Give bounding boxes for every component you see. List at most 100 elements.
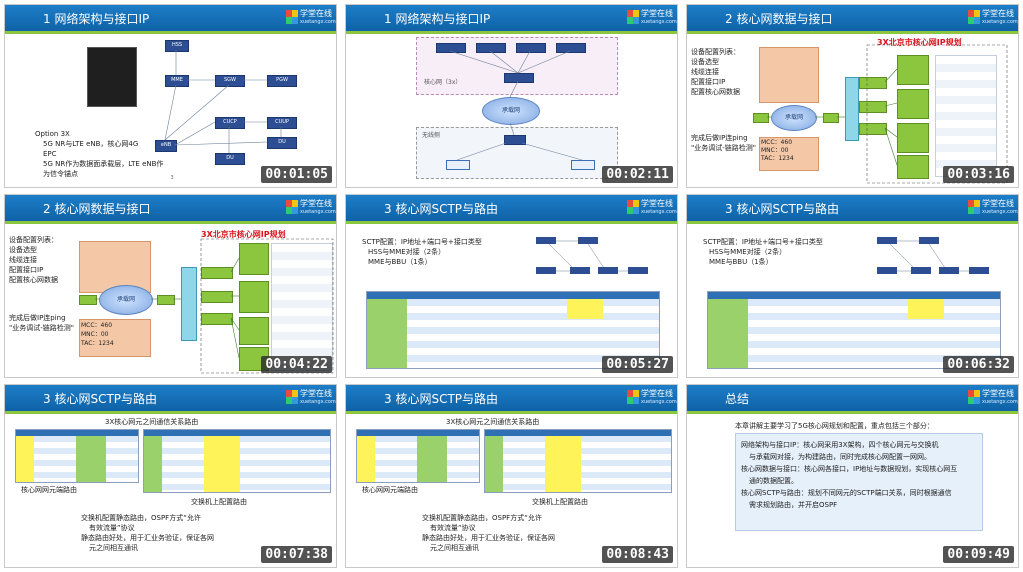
diagram-node: CUCP <box>215 117 245 129</box>
video-timestamp: 00:05:27 <box>602 356 673 373</box>
diagram-links <box>449 50 583 161</box>
bullet-list: 交换机配置静态路由，OSPF方式“允许 有效流量”协议 静态路由好处，用于汇业务… <box>81 513 214 553</box>
note-text: 完成后做IP连ping <box>691 134 748 142</box>
bullet-item: MME与BBU（1条） <box>368 258 432 266</box>
summary-item: 通的数据配置。 <box>749 477 798 485</box>
slide-thumbnail-1[interactable]: 1 网络架构与接口IP 学堂在线 xuetangx.com HSS MME SG… <box>4 4 337 188</box>
bullet-item: 交换机配置静态路由，OSPF方式“允许 <box>422 514 542 522</box>
ip-plan-title: 3X北京市核心网IP规划 <box>201 230 286 239</box>
logo-url: xuetangx.com <box>300 399 336 405</box>
table-caption: 核心网网元端路由 <box>21 486 77 494</box>
bullet-item: 静态路由好处，用于汇业务验证，保证各网 <box>422 534 555 542</box>
region-label: 核心网（3x） <box>424 79 462 86</box>
diagram-node: DU <box>215 153 245 165</box>
table-header <box>357 430 479 436</box>
slide-thumbnail-4[interactable]: 2 核心网数据与接口 学堂在线 xuetangx.com 3X北京市核心网IP规… <box>4 194 337 378</box>
sctp-topology <box>877 237 989 274</box>
diagram-node <box>897 89 929 119</box>
video-timestamp: 00:04:22 <box>261 356 332 373</box>
bullet-item: 配置接口IP <box>691 78 726 86</box>
param-tac: TAC：1234 <box>761 155 794 162</box>
ip-plan-title: 3X北京市核心网IP规划 <box>877 38 962 47</box>
slide-header <box>346 5 677 34</box>
diagram-node: eNB <box>155 140 177 152</box>
bearer-network-cloud: 承载网 <box>482 97 540 125</box>
bullet-item: 设备选型 <box>691 58 719 66</box>
diagram-node: SGW <box>215 75 245 87</box>
slide-header <box>687 385 1018 414</box>
diagram-node <box>897 155 929 179</box>
bullet-item: 5G NR与LTE eNB，核心网4G <box>43 140 139 148</box>
switch-route-table <box>484 429 672 493</box>
xuetangx-logo: 学堂在线 xuetangx.com <box>968 8 1018 28</box>
bullet-item: 配置接口IP <box>9 266 44 274</box>
logo-url: xuetangx.com <box>982 399 1018 405</box>
slide-title: 3 核心网SCTP与路由 <box>725 202 840 216</box>
table-column <box>144 436 162 492</box>
slide-thumbnail-2[interactable]: 1 网络架构与接口IP 学堂在线 xuetangx.com 核心网（3x） 承载… <box>345 4 678 188</box>
video-timestamp: 00:08:43 <box>602 546 673 563</box>
diagram-links <box>767 44 1008 184</box>
slide-thumbnail-5[interactable]: 3 核心网SCTP与路由 学堂在线 xuetangx.com SCTP配置：IP… <box>345 194 678 378</box>
bullet-item: EPC <box>43 150 57 158</box>
bullet-item: HSS与MME对接（2条） <box>709 248 787 256</box>
diagram-node <box>897 123 929 153</box>
diagram-node <box>823 113 839 123</box>
ip-address-list <box>271 243 333 371</box>
bullet-item: 元之间相互通讯 <box>430 544 479 552</box>
bullet-item: 元之间相互通讯 <box>89 544 138 552</box>
slide-header <box>687 195 1018 224</box>
video-timestamp: 00:01:05 <box>261 166 332 183</box>
diagram-node: PGW <box>267 75 297 87</box>
bullet-item: 配置核心网数据 <box>691 88 740 96</box>
parameter-panel <box>79 241 151 293</box>
logo-text: 学堂在线 <box>982 199 1014 208</box>
video-timestamp: 00:03:16 <box>943 166 1014 183</box>
xuetangx-logo: 学堂在线 xuetangx.com <box>286 198 336 218</box>
bullet-item: 交换机配置静态路由，OSPF方式“允许 <box>81 514 201 522</box>
diagram-node <box>157 295 175 305</box>
region-label: 无线侧 <box>422 132 441 139</box>
bullet-list: 交换机配置静态路由，OSPF方式“允许 有效流量”协议 静态路由好处，用于汇业务… <box>422 513 555 553</box>
diagram-node <box>504 135 526 145</box>
table-header <box>485 430 671 436</box>
ip-address-list <box>935 55 997 177</box>
logo-icon <box>968 200 980 214</box>
video-timestamp: 00:06:32 <box>943 356 1014 373</box>
logo-text: 学堂在线 <box>300 389 332 398</box>
xuetangx-logo: 学堂在线 xuetangx.com <box>968 198 1018 218</box>
switch-route-table <box>143 429 331 493</box>
xuetangx-logo: 学堂在线 xuetangx.com <box>286 8 336 28</box>
param-mnc: MNC：00 <box>761 147 789 154</box>
video-timestamp: 00:07:38 <box>261 546 332 563</box>
diagram-links <box>164 50 282 153</box>
diagram-node <box>476 43 506 53</box>
note-text: 完成后做IP连ping <box>9 314 66 322</box>
slide-thumbnail-6[interactable]: 3 核心网SCTP与路由 学堂在线 xuetangx.com SCTP配置：IP… <box>686 194 1019 378</box>
diagram-node <box>504 73 534 83</box>
slide-thumbnail-8[interactable]: 3 核心网SCTP与路由 学堂在线 xuetangx.com 3X核心网元之间通… <box>345 384 678 568</box>
slide-header <box>346 385 677 414</box>
bullet-item: 配置核心网数据 <box>9 276 58 284</box>
table-column <box>16 436 34 482</box>
logo-url: xuetangx.com <box>641 19 677 25</box>
table-column <box>545 436 581 492</box>
bullet-item: 有效流量”协议 <box>430 524 476 532</box>
logo-text: 学堂在线 <box>982 9 1014 18</box>
logo-url: xuetangx.com <box>641 209 677 215</box>
bullet-item: 静态路由好处，用于汇业务验证，保证各网 <box>81 534 214 542</box>
slide-thumbnail-9[interactable]: 总结 学堂在线 xuetangx.com 本章讲解主要学习了5G核心网规划和配置… <box>686 384 1019 568</box>
diagram-node <box>859 77 887 89</box>
diagram-node: CUUP <box>267 117 297 129</box>
phone-illustration <box>87 47 137 107</box>
bullet-item: HSS与MME对接（2条） <box>368 248 446 256</box>
slide-thumbnail-7[interactable]: 3 核心网SCTP与路由 学堂在线 xuetangx.com 3X核心网元之间通… <box>4 384 337 568</box>
slide-thumbnail-3[interactable]: 2 核心网数据与接口 学堂在线 xuetangx.com 3X北京市核心网IP规… <box>686 4 1019 188</box>
ping-note: 完成后做IP连ping "业务调试-链路检测" <box>691 133 756 153</box>
slide-title: 1 网络架构与接口IP <box>384 12 491 26</box>
logo-text: 学堂在线 <box>641 389 673 398</box>
table-title: 3X核心网元之间通信关系路由 <box>446 418 540 426</box>
bullet-list: 设备配置列表： 设备选型 线缆连接 配置接口IP 配置核心网数据 <box>691 47 740 97</box>
bullet-list: Option 3X 5G NR与LTE eNB，核心网4G EPC 5G NR作… <box>35 129 163 179</box>
table-header <box>16 430 138 436</box>
